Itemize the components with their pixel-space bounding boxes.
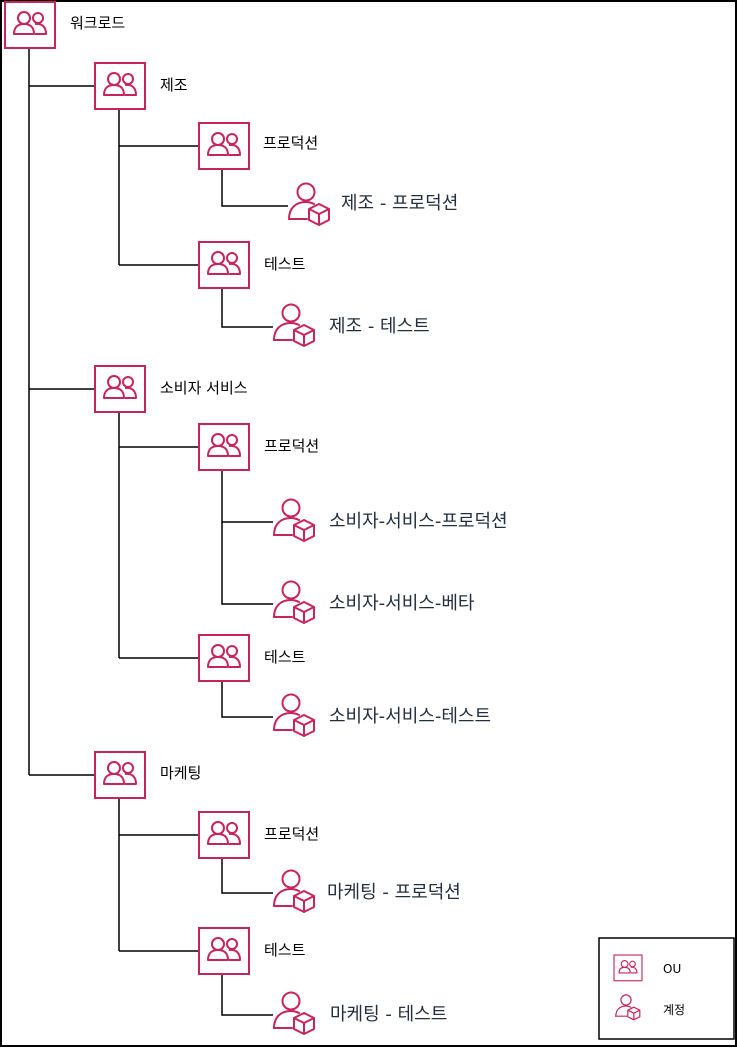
ou-label-marketing-test: 테스트 — [264, 941, 306, 959]
ou-label-marketing-production: 프로덕션 — [264, 825, 320, 843]
connector-marketing-production-account — [221, 857, 273, 894]
ou-icon-marketing-test — [198, 927, 250, 975]
connector-manufacturing-test-account — [221, 287, 273, 328]
connector-marketing-test-account — [221, 973, 273, 1016]
connector-lines — [28, 48, 288, 1016]
account-icon-marketing-production — [273, 869, 315, 913]
ou-label-consumer: 소비자 서비스 — [160, 379, 248, 397]
ou-label-marketing: 마케팅 — [160, 764, 202, 782]
ou-icon-consumer-test — [198, 634, 250, 682]
connector-consumer-test-account — [221, 680, 273, 718]
connector-consumer-production-accounts — [221, 469, 273, 605]
account-label-consumer-test: 소비자-서비스-테스트 — [329, 706, 492, 727]
ou-icon-manufacturing-production — [198, 122, 250, 170]
ou-label-manufacturing-production: 프로덕션 — [263, 134, 319, 152]
account-label-marketing-test: 마케팅 - 테스트 — [330, 1004, 448, 1025]
legend-account-label: 계정 — [663, 1003, 686, 1017]
connector-manufacturing-production-account — [221, 168, 288, 207]
ou-label-manufacturing: 제조 — [160, 76, 188, 94]
account-label-marketing-production: 마케팅 - 프로덕션 — [327, 882, 461, 903]
ou-label-consumer-test: 테스트 — [264, 648, 306, 666]
ou-label-consumer-production: 프로덕션 — [264, 437, 320, 455]
account-label-consumer-production: 소비자-서비스-프로덕션 — [329, 511, 508, 532]
account-icon-consumer-beta — [273, 580, 315, 624]
ou-icon-marketing — [94, 751, 146, 799]
ou-icon-marketing-production — [198, 811, 250, 859]
account-icon-consumer-production — [273, 498, 315, 542]
legend-ou-icon — [613, 954, 643, 982]
ou-label-root: 워크로드 — [70, 14, 126, 32]
ou-icon-consumer-production — [198, 423, 250, 471]
account-label-manufacturing-production: 제조 - 프로덕션 — [341, 193, 459, 214]
ou-icon-manufacturing — [94, 62, 146, 110]
account-icon-marketing-test — [273, 991, 315, 1035]
ou-icon-root — [4, 1, 56, 49]
account-icon-consumer-test — [273, 693, 315, 737]
ou-label-manufacturing-test: 테스트 — [264, 255, 306, 273]
ou-icon-manufacturing-test — [198, 241, 250, 289]
account-icon-manufacturing-production — [288, 182, 330, 226]
account-label-manufacturing-test: 제조 - 테스트 — [329, 316, 430, 337]
legend-box — [598, 937, 735, 1040]
ou-icon-consumer — [94, 365, 146, 413]
account-label-consumer-beta: 소비자-서비스-베타 — [329, 593, 475, 614]
legend-ou-label: OU — [663, 962, 682, 976]
account-icon-manufacturing-test — [273, 303, 315, 347]
